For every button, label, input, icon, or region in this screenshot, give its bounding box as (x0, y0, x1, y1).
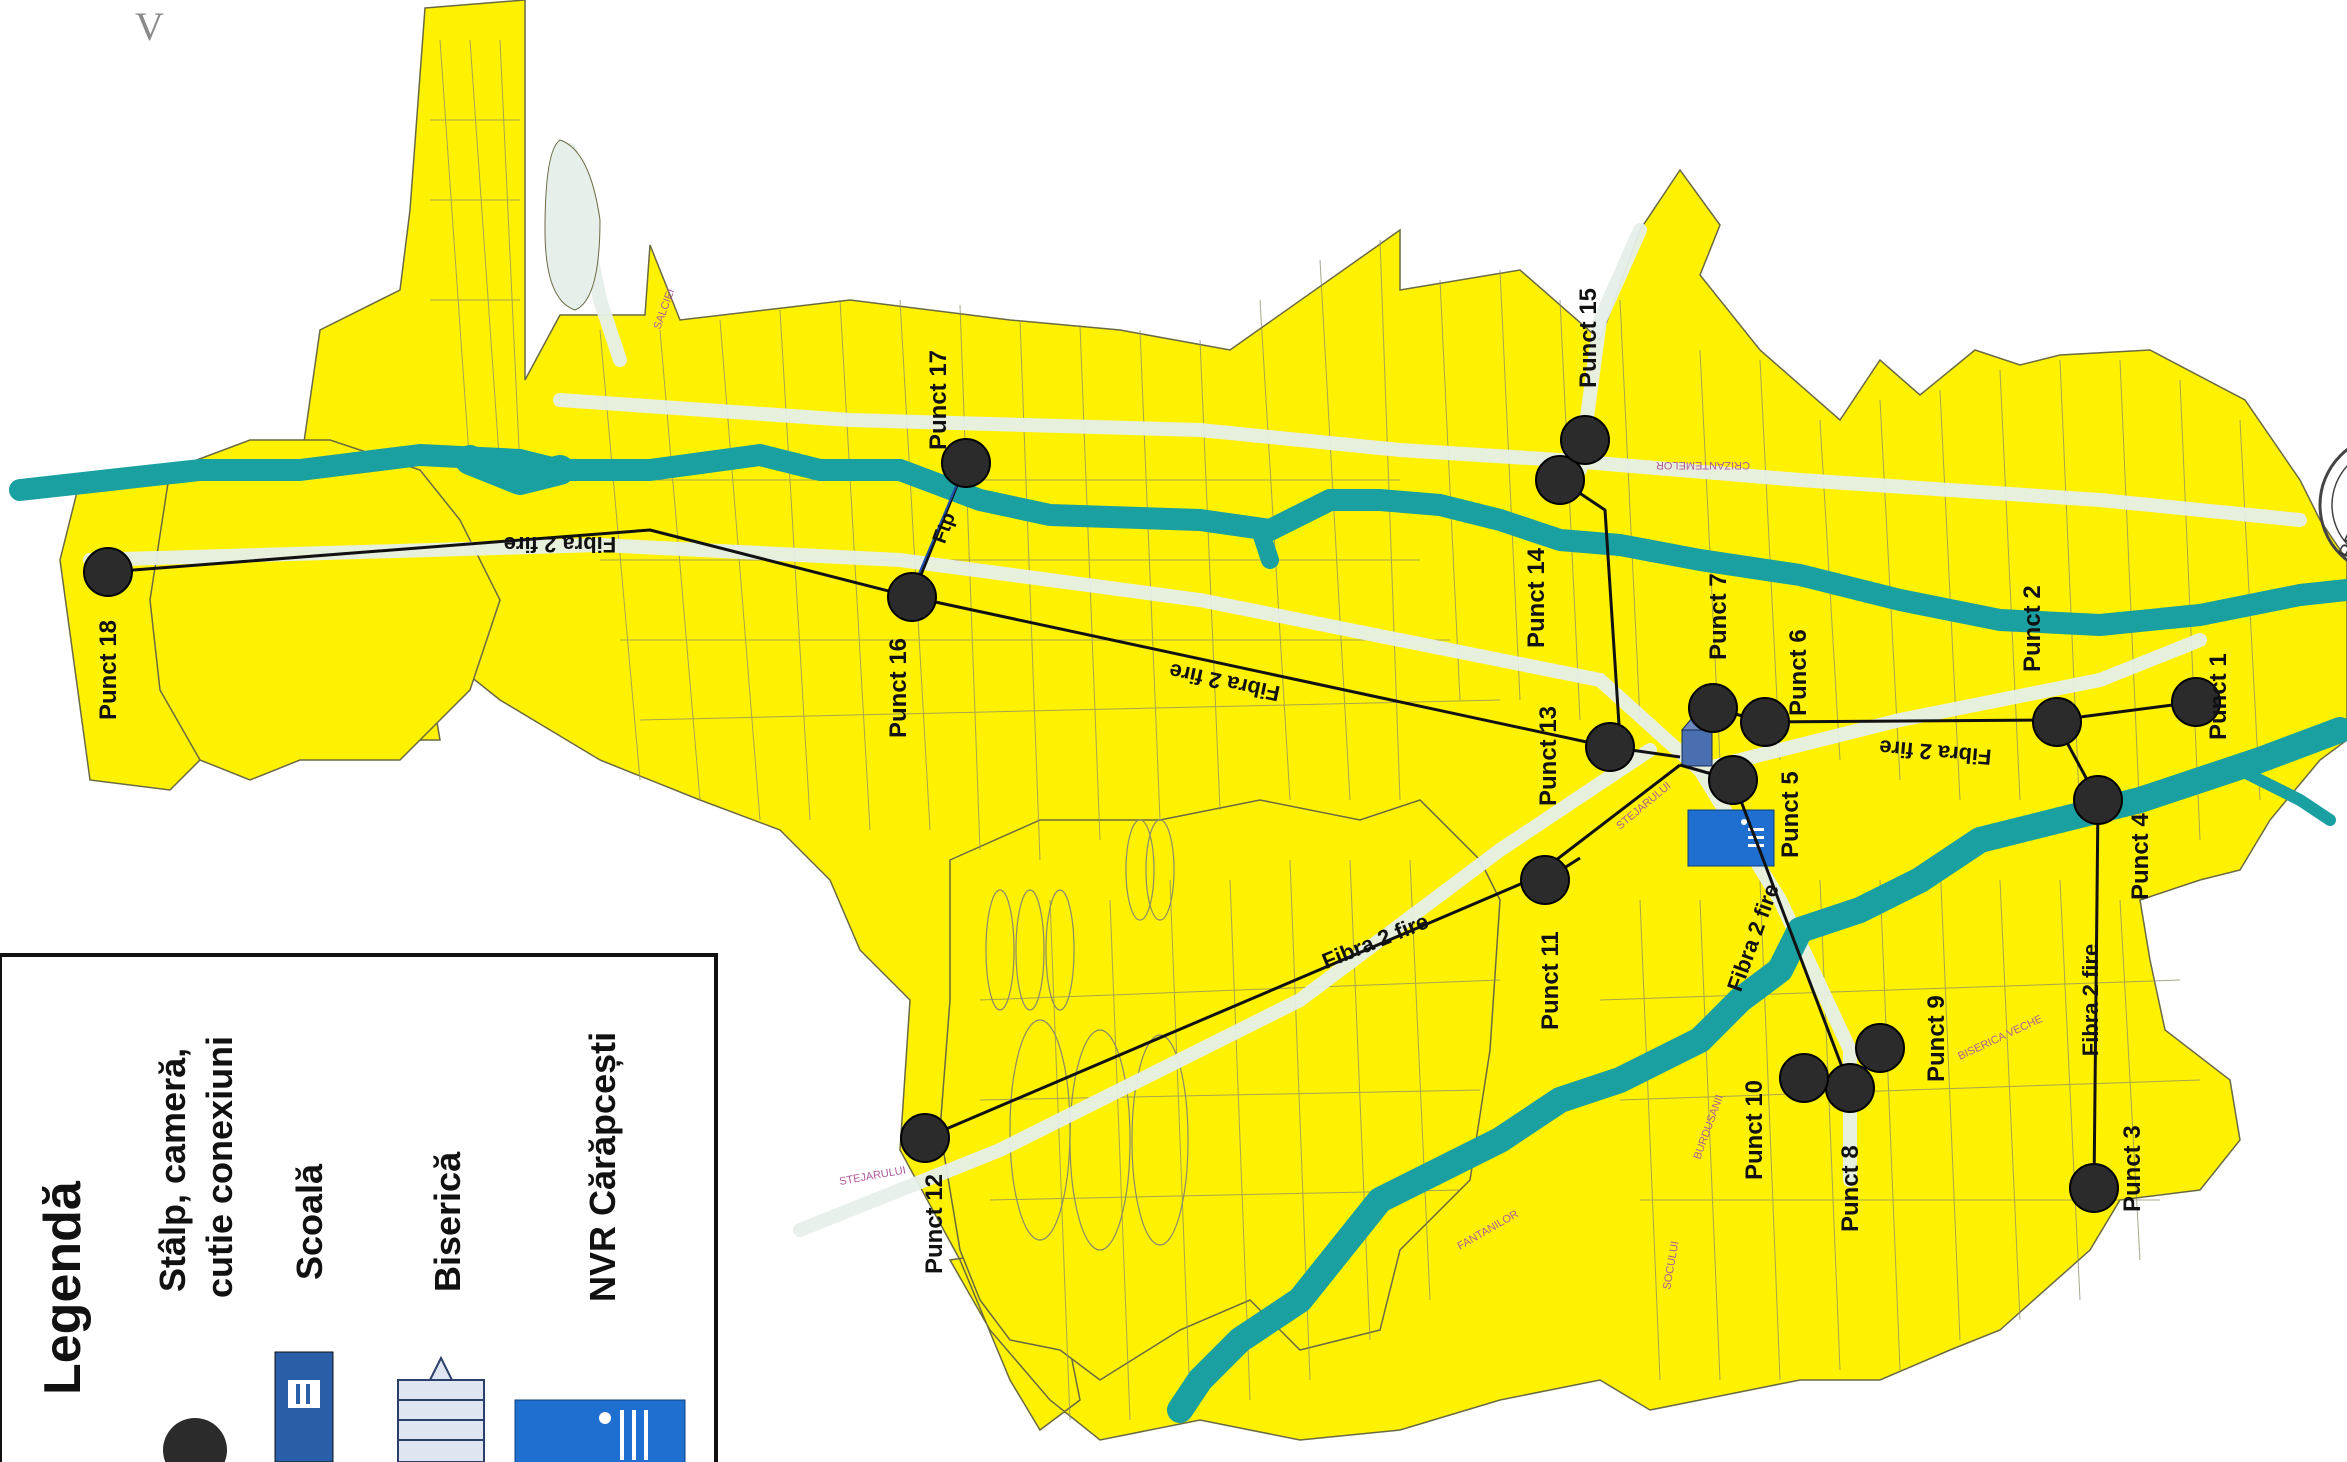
pole-marker-p1 (2171, 677, 2221, 727)
pole-marker-p8 (1825, 1063, 1875, 1113)
pole-label-p1: Punct 1 (2205, 653, 2232, 740)
land-area (59, 0, 2347, 1441)
parcel-lines (430, 39, 2261, 1421)
cable-16-13 (911, 595, 1611, 749)
pole-marker-p6 (1740, 697, 1790, 747)
legend-pole-label-2: cutie conexiuni (199, 1036, 240, 1298)
pole-marker-p16 (887, 572, 937, 622)
land-west-lobe (149, 439, 501, 781)
legend-church-icon (397, 1355, 485, 1462)
pole-label-p9: Punct 9 (1923, 995, 1950, 1082)
pole-marker-p11 (1520, 855, 1570, 905)
pole-label-p11: Punct 11 (1537, 931, 1564, 1030)
pole-label-p15: Punct 15 (1575, 288, 1602, 388)
pole-marker-p4 (2073, 775, 2123, 825)
pole-marker-p10 (1779, 1053, 1829, 1103)
cable-18-16 (107, 528, 913, 599)
pole-marker-p2 (2032, 697, 2082, 747)
pole-marker-p9 (1855, 1023, 1905, 1073)
fiber-label-18: Fibra 2 fire (504, 532, 616, 557)
legend-school-label: Scoală (289, 1163, 330, 1280)
legend-pole-icon (163, 1418, 227, 1462)
pole-label-p7: Punct 7 (1705, 573, 1732, 660)
cable-center-8 (1731, 779, 1852, 1089)
field-ovals (985, 819, 1189, 1251)
legend-school-icon (274, 1351, 334, 1462)
cable-4-3 (2092, 799, 2100, 1189)
legend-title: Legendă (34, 1180, 92, 1395)
pole-label-p8: Punct 8 (1837, 1145, 1864, 1232)
pole-marker-p14 (1535, 455, 1585, 505)
pole-label-p12: Punct 12 (921, 1174, 948, 1274)
pole-label-p10: Punct 10 (1741, 1080, 1768, 1180)
pole-marker-p5 (1708, 755, 1758, 805)
pole-label-p16: Punct 16 (885, 638, 912, 738)
pole-marker-p7 (1688, 683, 1738, 733)
legend-nvr-label: NVR Cărăpcești (582, 1032, 623, 1302)
pole-marker-p12 (900, 1113, 950, 1163)
pole-marker-p3 (2069, 1163, 2119, 1213)
fiber-label-4-3: Fibra 2 fire (2078, 944, 2103, 1056)
pole-label-p6: Punct 6 (1785, 629, 1812, 716)
street-label-crizantemelor: CRIZANTEMELOR (1656, 459, 1750, 471)
corner-mark: V (135, 4, 164, 49)
cable-6-2 (1764, 718, 2058, 724)
legend-pole-label-1: Stâlp, cameră, (152, 1048, 193, 1292)
pole-label-p13: Punct 13 (1535, 706, 1562, 806)
points-layer: Punct 1 Punct 2 Punct 3 Punct 4 Punct 5 Punct… (83, 288, 2232, 1274)
pole-marker-p13 (1585, 722, 1635, 772)
pole-label-p3: Punct 3 (2119, 1125, 2146, 1212)
legend-frame (0, 953, 718, 1462)
pole-label-p4: Punct 4 (2127, 813, 2154, 900)
legend: Legendă Stâlp, cameră, cutie conexiuni S… (0, 953, 718, 1462)
pole-label-p5: Punct 5 (1777, 771, 1804, 858)
pole-marker-p15 (1560, 415, 1610, 465)
pole-marker-p18 (83, 547, 133, 597)
pole-label-p2: Punct 2 (2019, 585, 2046, 672)
pond (544, 139, 601, 311)
pole-marker-p17 (941, 438, 991, 488)
pole-label-p17: Punct 17 (925, 350, 952, 450)
legend-church-label: Biserică (427, 1151, 468, 1292)
pole-label-p14: Punct 14 (1523, 547, 1550, 648)
nvr-on-map (1687, 809, 1775, 867)
pole-label-p18: Punct 18 (95, 620, 122, 720)
stamp-text: PROROA (2335, 474, 2347, 562)
legend-nvr-icon (514, 1399, 686, 1462)
